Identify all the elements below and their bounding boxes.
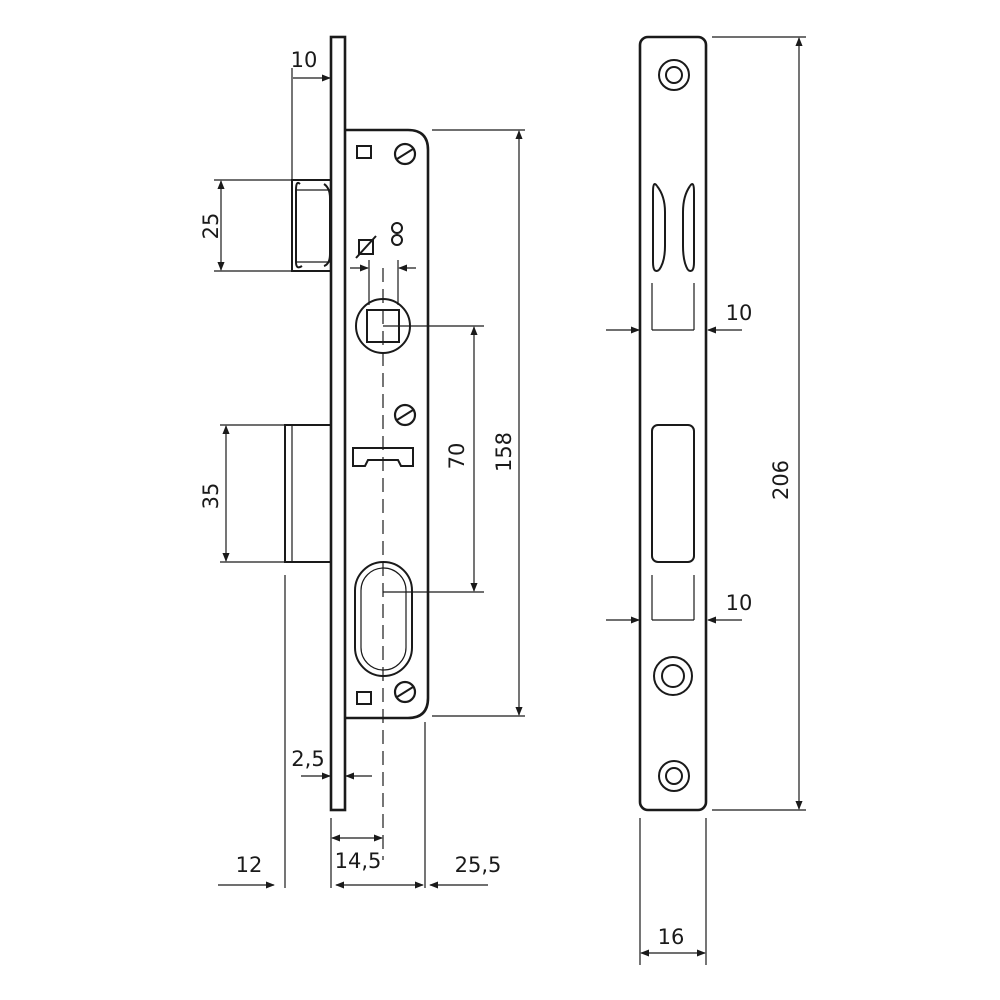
dim-follower-width — [350, 260, 416, 305]
dim-label-25: 25 — [199, 213, 223, 240]
dim-label-10-lower: 10 — [726, 591, 753, 615]
dim-bolt-projection: 2,5 — [291, 745, 372, 800]
dim-label-70: 70 — [445, 443, 469, 470]
dim-label-35: 35 — [199, 483, 223, 510]
dim-label-12: 12 — [236, 853, 263, 877]
middle-mount-hole — [653, 656, 693, 696]
dim-plate-height: 206 — [712, 36, 806, 811]
dim-label-158: 158 — [492, 432, 516, 472]
dim-plate-width: 16 — [639, 818, 707, 965]
dim-latch-height: 25 — [199, 179, 292, 272]
top-screw — [393, 142, 417, 166]
top-mount-hole — [658, 59, 690, 91]
top-small-slot — [356, 145, 372, 159]
bottom-small-slot — [356, 691, 372, 705]
double-hole-mark — [391, 222, 403, 246]
dim-case-height: 158 — [432, 129, 525, 717]
dim-follower-to-cylinder: 70 — [383, 325, 484, 593]
dim-label-206: 206 — [769, 460, 793, 500]
upper-clearance-zone: 10 — [606, 283, 753, 334]
dim-label-10-upper: 10 — [726, 301, 753, 325]
dim-faceplate-offset: 10 — [291, 48, 331, 180]
dead-bolt — [284, 424, 332, 563]
lock-body-view: 10 25 35 70 — [199, 35, 525, 889]
dim-label-10-top: 10 — [291, 48, 318, 72]
bolt-slot — [352, 447, 414, 467]
bottom-mount-hole — [658, 760, 690, 792]
lower-clearance-zone: 10 — [606, 575, 753, 624]
bottom-screw — [393, 680, 417, 704]
dim-label-14-5: 14,5 — [335, 849, 382, 873]
dim-backset: 14,5 — [331, 834, 383, 873]
middle-screw — [393, 403, 417, 427]
latch-opening — [652, 183, 695, 272]
dim-label-25-5: 25,5 — [455, 853, 502, 877]
strike-plate-view: 10 10 206 — [606, 35, 806, 965]
strike-plate — [638, 35, 708, 812]
bolt-opening — [651, 424, 695, 563]
dim-case-depth: 25,5 — [335, 853, 502, 889]
faceplate — [329, 35, 347, 812]
dim-bolt-throw: 12 — [218, 853, 275, 889]
lock-case — [345, 128, 430, 720]
square-mark-icon — [355, 235, 377, 259]
dim-label-16: 16 — [658, 925, 685, 949]
latch-bolt — [291, 179, 332, 272]
dim-bolt-height: 35 — [199, 424, 285, 563]
dim-label-2-5: 2,5 — [291, 747, 324, 771]
